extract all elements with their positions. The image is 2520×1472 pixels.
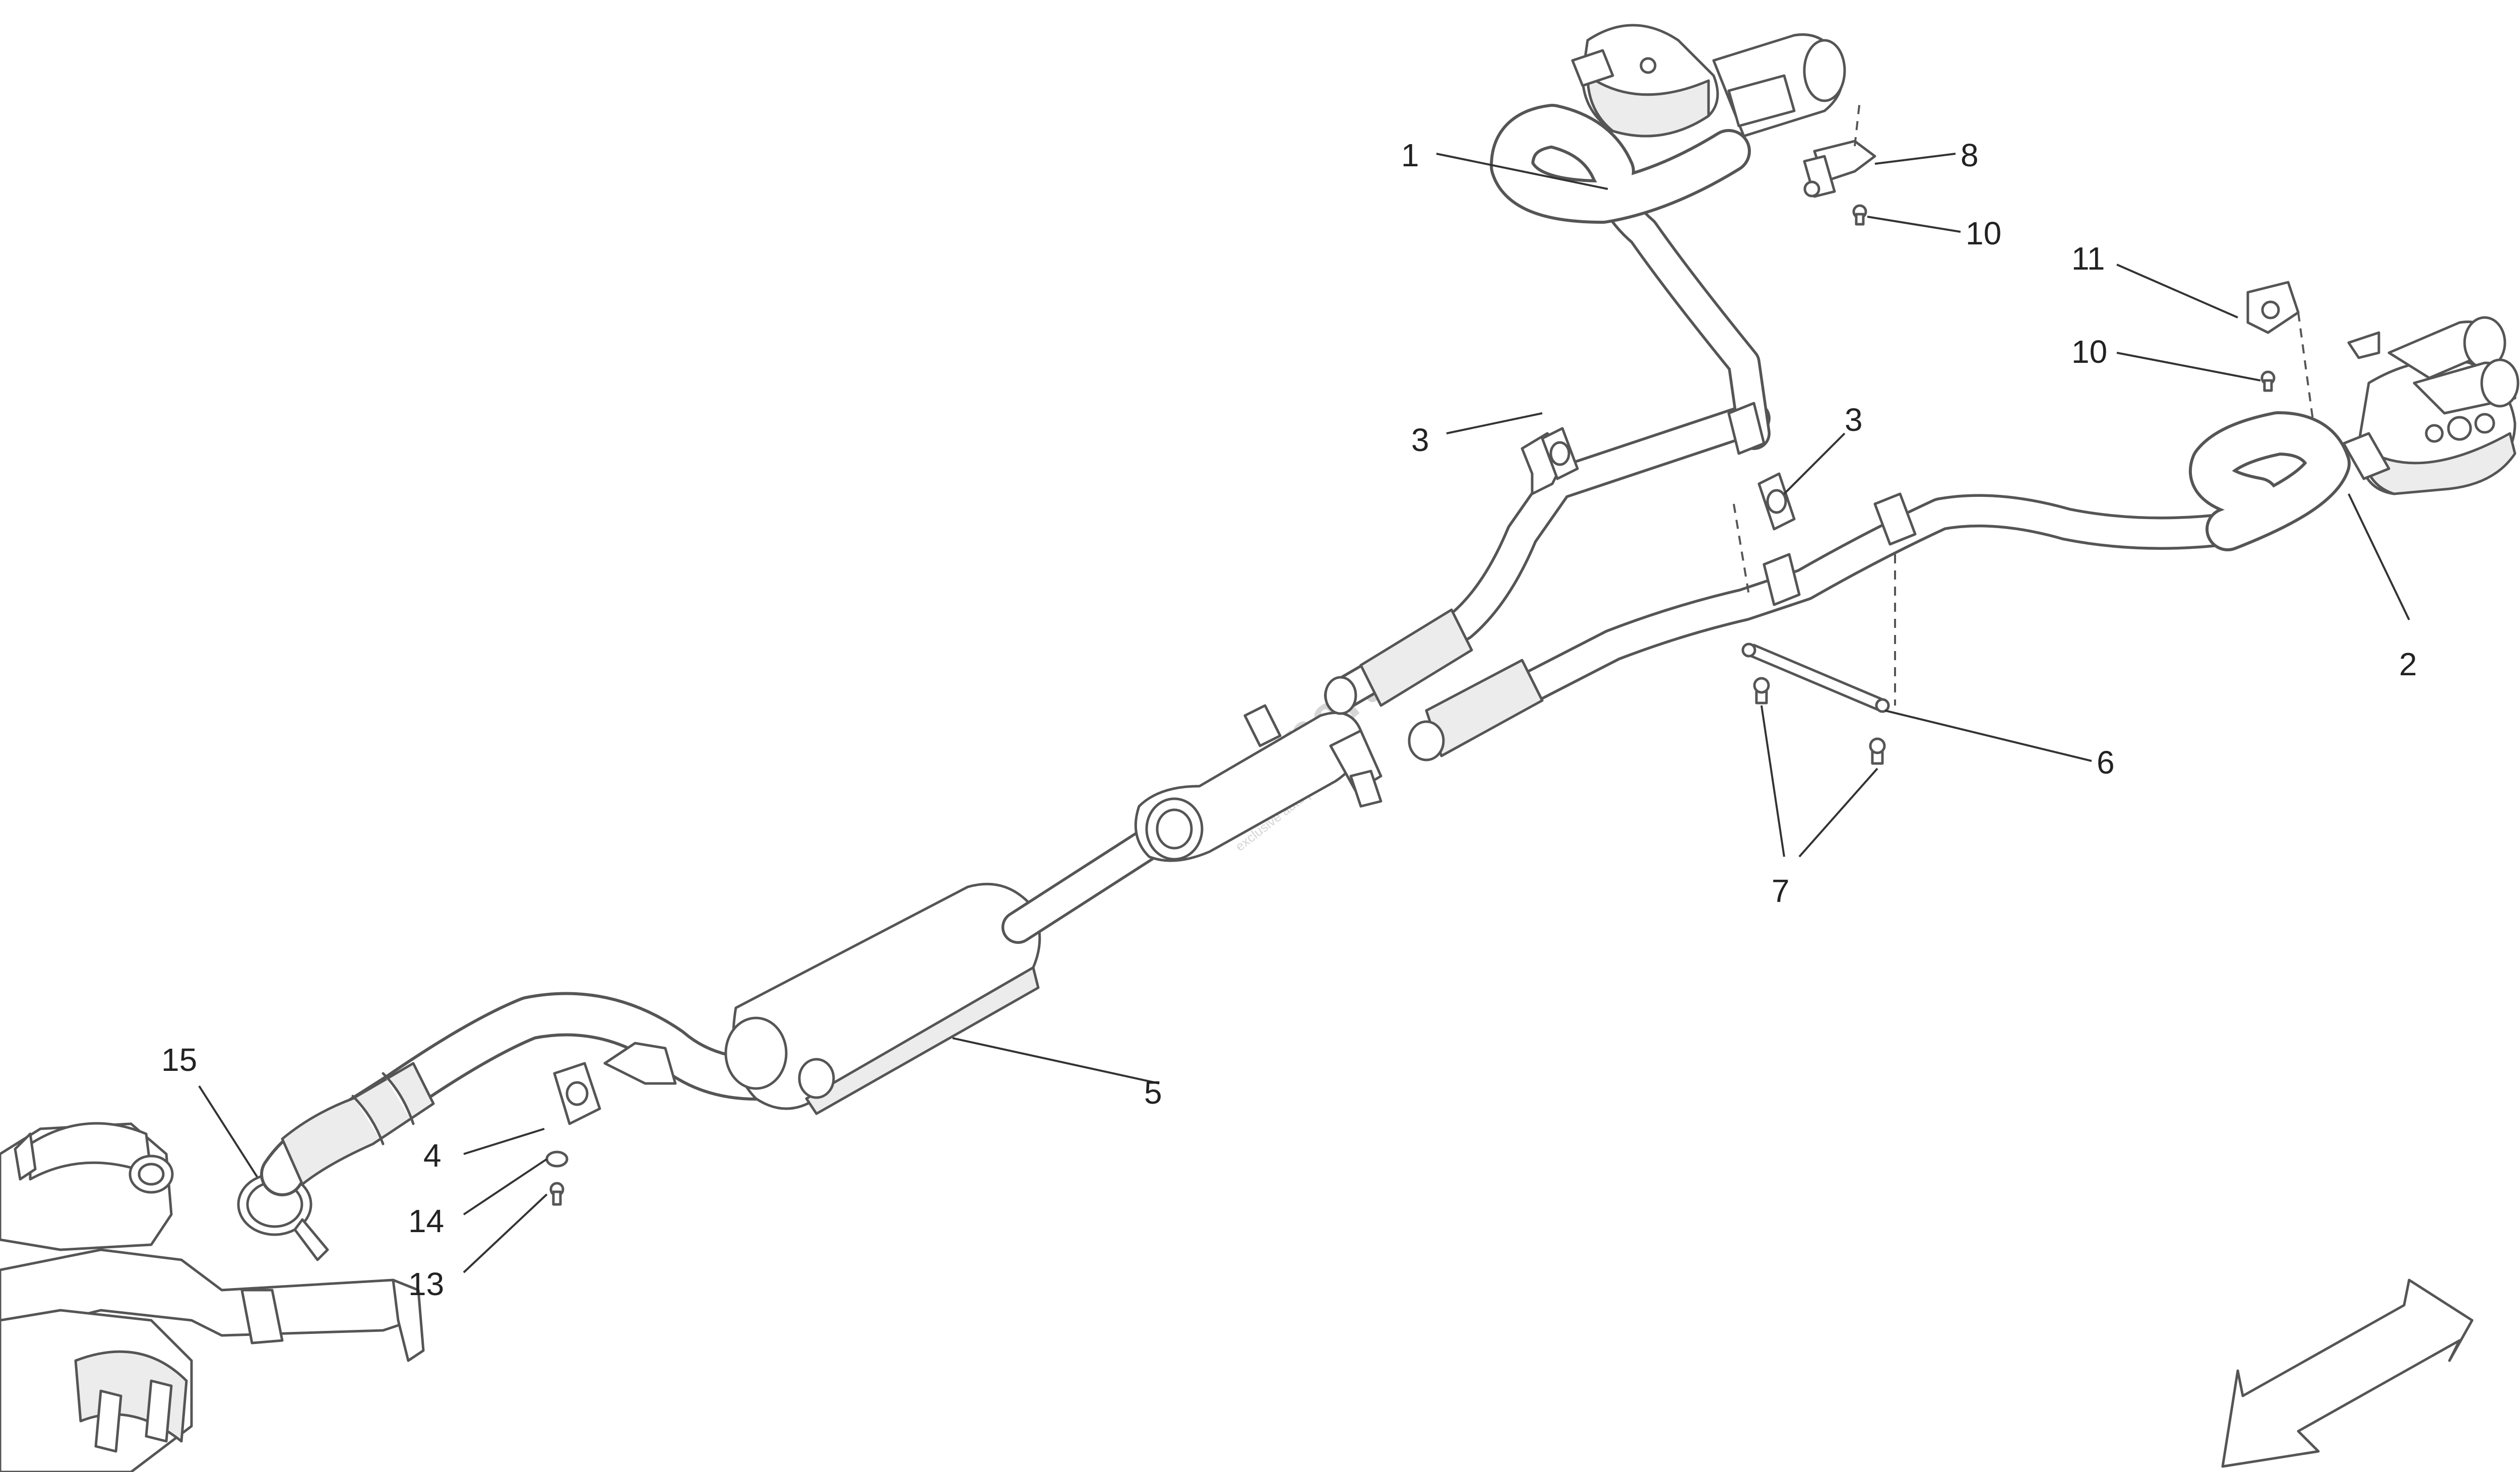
right-tail-silencer bbox=[2189, 281, 2519, 551]
callout-3a: 3 bbox=[1411, 422, 1429, 458]
callout-5: 5 bbox=[1144, 1074, 1162, 1111]
callout-3b: 3 bbox=[1845, 402, 1863, 438]
front-pipe bbox=[260, 992, 778, 1196]
central-silencer bbox=[724, 882, 1041, 1115]
callout-10b: 10 bbox=[2071, 334, 2107, 370]
right-rear-pipe bbox=[1408, 492, 2244, 761]
callout-8: 8 bbox=[1961, 137, 1979, 173]
callout-1: 1 bbox=[1401, 137, 1419, 173]
leader-lines bbox=[198, 153, 2410, 1273]
hanger-rubber-3a bbox=[1541, 427, 1579, 480]
support-strut bbox=[1741, 643, 1890, 713]
bolts bbox=[545, 204, 2276, 1206]
y-pipe-resonator bbox=[1134, 704, 1382, 862]
callout-14: 14 bbox=[408, 1203, 444, 1239]
callout-6: 6 bbox=[2097, 744, 2115, 781]
callout-7: 7 bbox=[1772, 873, 1790, 909]
callout-2: 2 bbox=[2399, 646, 2417, 682]
callout-11: 11 bbox=[2071, 240, 2105, 277]
mid-pipe bbox=[1001, 820, 1176, 944]
callout-4: 4 bbox=[423, 1137, 442, 1174]
callout-labels: 1 2 3 3 4 5 6 7 8 10 11 10 14 13 15 bbox=[161, 137, 2417, 1302]
callout-15: 15 bbox=[161, 1042, 197, 1078]
hanger-rubber-3b bbox=[1757, 472, 1796, 531]
direction-arrow-icon bbox=[2221, 1278, 2474, 1468]
left-rear-pipe bbox=[1324, 402, 1771, 715]
callout-13: 13 bbox=[408, 1266, 444, 1302]
catalytic-converter-assembly bbox=[0, 1122, 425, 1472]
callout-10a: 10 bbox=[1966, 215, 2001, 251]
left-tail-silencer bbox=[1490, 24, 1876, 224]
